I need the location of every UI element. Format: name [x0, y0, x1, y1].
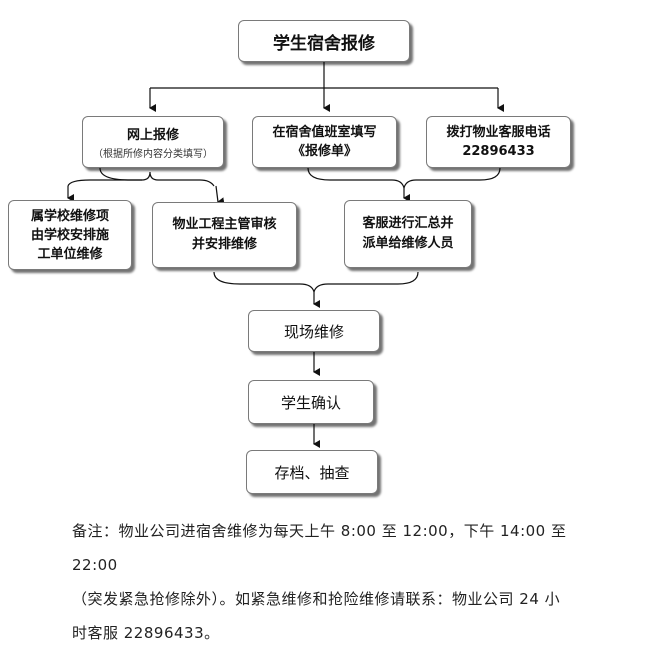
- node-student-confirm: 学生确认: [248, 380, 374, 424]
- node-property-supervisor-review: 物业工程主管审核 并安排维修: [152, 202, 297, 268]
- node-school-repair-item-line2: 由学校安排施: [30, 227, 109, 243]
- node-onsite-repair-label: 现场维修: [283, 322, 344, 341]
- node-online-repair: 网上报修 （根据所修内容分类填写）: [82, 116, 224, 168]
- remark-note: 备注：物业公司进宿舍维修为每天上午 8:00 至 12:00，下午 14:00 …: [72, 514, 617, 650]
- node-duty-room-form-line1: 在宿舍值班室填写: [272, 125, 377, 140]
- node-dorm-repair-request: 学生宿舍报修: [238, 20, 410, 62]
- node-property-supervisor-review-line1: 物业工程主管审核: [172, 217, 277, 232]
- node-property-supervisor-review-line2: 并安排维修: [191, 237, 257, 252]
- node-online-repair-label: 网上报修: [126, 128, 179, 143]
- node-duty-room-form: 在宿舍值班室填写 《报修单》: [252, 116, 397, 168]
- node-call-property-service-line1: 拨打物业客服电话: [446, 125, 551, 140]
- connector-lines: [67, 60, 504, 448]
- node-duty-room-form-line2: 《报修单》: [291, 144, 357, 159]
- node-service-dispatch-line2: 派单给维修人员: [362, 236, 454, 251]
- remark-note-line2: （突发紧急抢修除外）。如紧急维修和抢险维修请联系：物业公司 24 小: [72, 590, 561, 608]
- node-call-property-service-line2: 22896433: [462, 144, 535, 159]
- node-online-repair-sub: （根据所修内容分类填写）: [93, 149, 213, 160]
- node-student-confirm-label: 学生确认: [280, 393, 341, 412]
- remark-note-line3: 时客服 22896433。: [72, 624, 220, 642]
- node-school-repair-item-line3: 工单位维修: [37, 246, 103, 262]
- node-service-dispatch-line1: 客服进行汇总并: [362, 216, 454, 231]
- node-archive-check-label: 存档、抽查: [274, 463, 350, 482]
- node-archive-check: 存档、抽查: [246, 450, 378, 494]
- node-school-repair-item-line1: 属学校维修项: [30, 208, 109, 224]
- remark-note-line1: 备注：物业公司进宿舍维修为每天上午 8:00 至 12:00，下午 14:00 …: [72, 522, 567, 574]
- node-onsite-repair: 现场维修: [248, 310, 380, 352]
- node-service-dispatch: 客服进行汇总并 派单给维修人员: [344, 200, 472, 268]
- node-dorm-repair-request-label: 学生宿舍报修: [273, 33, 375, 54]
- node-call-property-service: 拨打物业客服电话 22896433: [426, 116, 571, 168]
- node-school-repair-item: 属学校维修项 由学校安排施 工单位维修: [8, 200, 132, 270]
